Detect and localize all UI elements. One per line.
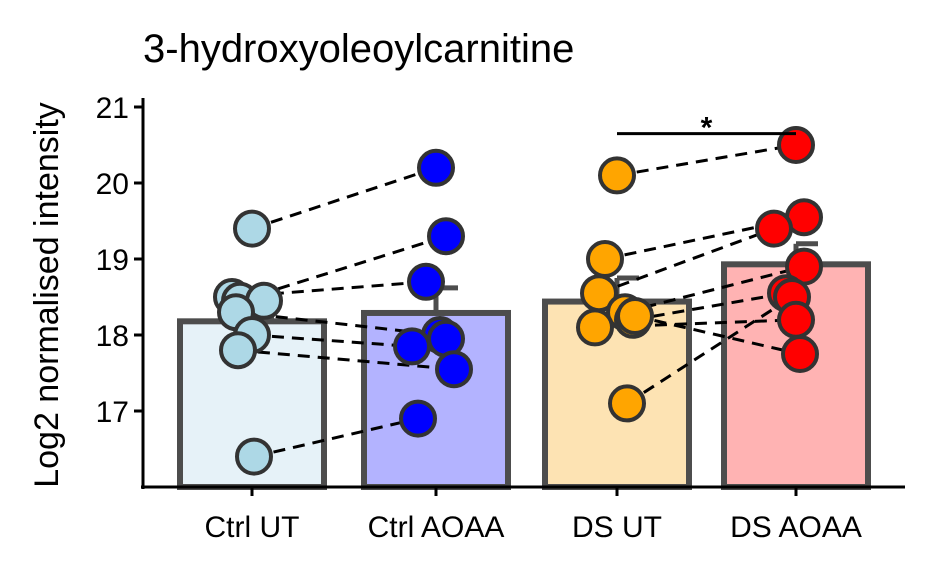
- pair-line-11: [632, 291, 787, 322]
- x-tick-label: DS UT: [572, 511, 662, 544]
- chart-title: 3-hydroxyoleoylcarnitine: [143, 27, 574, 71]
- data-point: [777, 126, 815, 164]
- y-tick-label: 20: [96, 168, 129, 201]
- data-point: [586, 240, 624, 278]
- pair-line-9: [598, 227, 775, 295]
- y-tick-label: 21: [96, 92, 129, 125]
- data-point: [598, 156, 636, 195]
- data-point: [235, 437, 273, 476]
- data-point: [417, 148, 455, 187]
- data-point: [608, 384, 646, 423]
- pair-line-0: [251, 166, 437, 231]
- pair-line-1: [239, 234, 447, 303]
- data-point: [781, 335, 819, 373]
- data-point: [576, 308, 614, 347]
- bar-3: [721, 261, 871, 490]
- data-point: [777, 300, 815, 339]
- pair-line-10: [624, 265, 805, 314]
- pair-line-4: [251, 333, 413, 348]
- pair-line-14: [626, 295, 793, 405]
- pair-line-12: [594, 318, 797, 329]
- x-tick-label: Ctrl AOAA: [368, 511, 505, 544]
- pair-line-7: [616, 143, 797, 177]
- pair-line-5: [237, 348, 455, 371]
- data-point: [755, 209, 793, 248]
- x-tick-label: Ctrl UT: [205, 511, 300, 544]
- pair-line-13: [634, 314, 801, 356]
- data-point: [393, 327, 431, 366]
- data-point: [399, 399, 437, 438]
- pair-line-6: [253, 417, 419, 459]
- data-point: [435, 350, 473, 389]
- y-tick-label: 18: [96, 320, 129, 353]
- data-point: [219, 331, 257, 370]
- data-point: [427, 217, 465, 256]
- data-point: [616, 297, 654, 335]
- y-tick-label: 19: [96, 244, 129, 277]
- data-point: [233, 209, 271, 248]
- data-point: [407, 262, 445, 301]
- y-axis-title: Log2 normalised intensity: [28, 102, 66, 488]
- significance-label: *: [701, 112, 713, 145]
- y-tick-label: 17: [96, 396, 129, 429]
- x-tick-label: DS AOAA: [730, 511, 862, 544]
- pair-line-2: [231, 280, 427, 299]
